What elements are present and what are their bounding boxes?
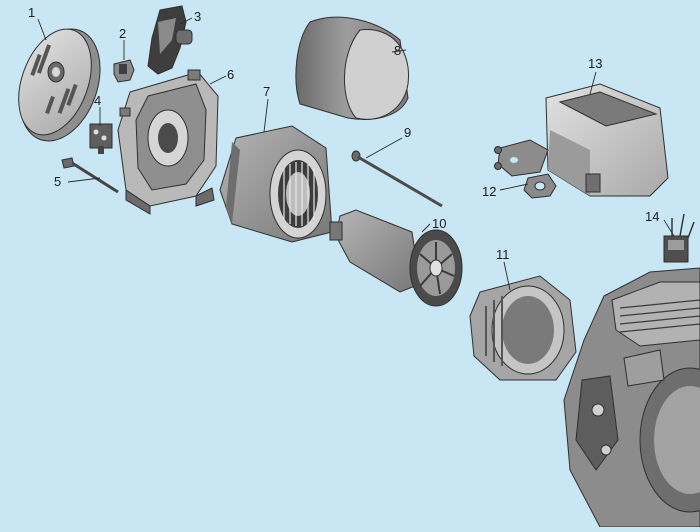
leader-lines <box>37 17 675 291</box>
callout-1: 1 <box>28 5 35 20</box>
part-6-end-housing <box>117 69 219 215</box>
part-10-rotor <box>329 209 463 307</box>
part-11-fan-housing <box>469 275 577 381</box>
callout-2: 2 <box>119 26 126 41</box>
callout-11: 11 <box>496 247 510 262</box>
part-1-end-cover <box>18 28 101 142</box>
part-9-through-bolt <box>351 150 443 208</box>
callout-9: 9 <box>404 125 411 140</box>
part-12-gasket <box>523 173 557 199</box>
callout-12: 12 <box>482 184 496 199</box>
callout-5: 5 <box>54 174 61 189</box>
part-7-stator <box>219 125 333 243</box>
callout-4: 4 <box>94 93 101 108</box>
callout-labels: 1 2 3 4 5 6 7 8 9 10 11 12 13 14 <box>28 5 659 262</box>
part-5-long-bolt <box>61 157 119 194</box>
callout-7: 7 <box>263 84 270 99</box>
callout-6: 6 <box>227 67 234 82</box>
callout-8: 8 <box>394 43 401 58</box>
callout-10: 10 <box>432 216 446 231</box>
callout-13: 13 <box>588 56 602 71</box>
part-13-muffler <box>494 83 669 197</box>
part-8-cylinder-cover <box>295 16 409 120</box>
engine-block <box>563 267 700 528</box>
part-4-terminal-block <box>89 123 113 154</box>
part-2-clip <box>113 59 135 83</box>
callout-14: 14 <box>645 209 659 224</box>
part-3-fan-guard <box>147 5 193 75</box>
part-14-connector <box>663 213 695 263</box>
callout-3: 3 <box>194 9 201 24</box>
